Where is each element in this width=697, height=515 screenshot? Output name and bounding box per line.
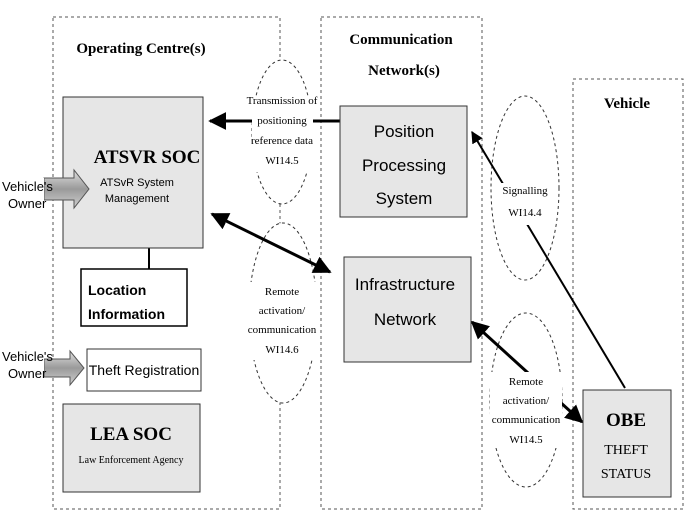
infrastructure-network-box: Infrastructure Network xyxy=(343,256,472,363)
location-line1: Location xyxy=(88,282,146,298)
remote-left-line3: communication xyxy=(248,324,317,336)
vehicle-owner-arrow-2 xyxy=(43,349,85,387)
obe-title: OBE xyxy=(606,410,646,431)
theft-registration-box: Theft Registration xyxy=(86,348,202,392)
atsvr-title: ATSVR SOC xyxy=(94,147,201,168)
vehicle-owner-arrow-1 xyxy=(43,168,90,210)
remote-left-line2: activation/ xyxy=(259,305,306,317)
lea-soc-box: LEA SOC Law Enforcement Agency xyxy=(62,403,201,493)
signalling-line1: Signalling xyxy=(502,185,548,197)
owner1-line1: Vehicle's xyxy=(2,179,53,194)
arrow-atsvr-infra xyxy=(210,212,332,274)
remote-right-line2: activation/ xyxy=(503,395,550,407)
pps-line3: System xyxy=(376,189,433,208)
communication-header-line1: Communication xyxy=(349,32,453,48)
ellipse-remote-right-text: Remote activation/ communication WI14.5 xyxy=(490,372,562,448)
pps-line1: Position xyxy=(374,122,434,141)
atsvr-soc-box: ATSVR SOC ATSvR System Management xyxy=(62,96,204,249)
vehicle-owner-label-1: Vehicle's Owner xyxy=(0,178,53,211)
lea-title: LEA SOC xyxy=(90,424,172,445)
transmission-line3: reference data xyxy=(251,135,313,147)
remote-left-line1: Remote xyxy=(265,286,299,298)
atsvr-sub1: ATSvR System xyxy=(100,177,174,189)
transmission-line4: WI14.5 xyxy=(265,155,299,167)
remote-left-line4: WI14.6 xyxy=(265,344,299,356)
theft-registration-label: Theft Registration xyxy=(89,362,200,378)
location-information-box: Location Information xyxy=(80,268,188,327)
ellipse-transmission-text: Transmission of positioning reference da… xyxy=(247,95,318,172)
transmission-line1: Transmission of xyxy=(247,95,318,107)
signalling-line2: WI14.4 xyxy=(508,207,542,219)
vehicle-header: Vehicle xyxy=(604,96,650,112)
obe-line1: THEFT xyxy=(604,443,648,458)
remote-right-line1: Remote xyxy=(509,376,543,388)
infra-line2: Network xyxy=(374,310,437,329)
region-communication-network xyxy=(320,16,483,510)
atsvr-sub2: Management xyxy=(105,193,169,205)
obe-line2: STATUS xyxy=(601,467,651,482)
obe-box: OBE THEFT STATUS xyxy=(582,389,672,498)
lea-sub: Law Enforcement Agency xyxy=(79,455,184,466)
ellipse-remote-left-text: Remote activation/ communication WI14.6 xyxy=(247,282,319,360)
remote-right-line4: WI14.5 xyxy=(509,434,543,446)
operating-centre-header: Operating Centre(s) xyxy=(76,41,205,57)
position-processing-system-box: Position Processing System xyxy=(339,105,468,218)
ellipse-signalling-text: Signalling WI14.4 xyxy=(500,183,550,225)
infra-line1: Infrastructure xyxy=(355,275,455,294)
arrow-obe-to-pps xyxy=(471,130,626,389)
owner1-line2: Owner xyxy=(8,196,47,211)
remote-right-line3: communication xyxy=(492,414,561,426)
transmission-line2: positioning xyxy=(257,115,307,127)
owner2-line1: Vehicle's xyxy=(2,349,53,364)
region-vehicle xyxy=(572,78,684,510)
owner2-line2: Owner xyxy=(8,366,47,381)
pps-line2: Processing xyxy=(362,156,446,175)
location-line2: Information xyxy=(88,306,165,322)
vehicle-owner-label-2: Vehicle's Owner xyxy=(0,347,53,381)
communication-header-line2: Network(s) xyxy=(368,63,440,79)
